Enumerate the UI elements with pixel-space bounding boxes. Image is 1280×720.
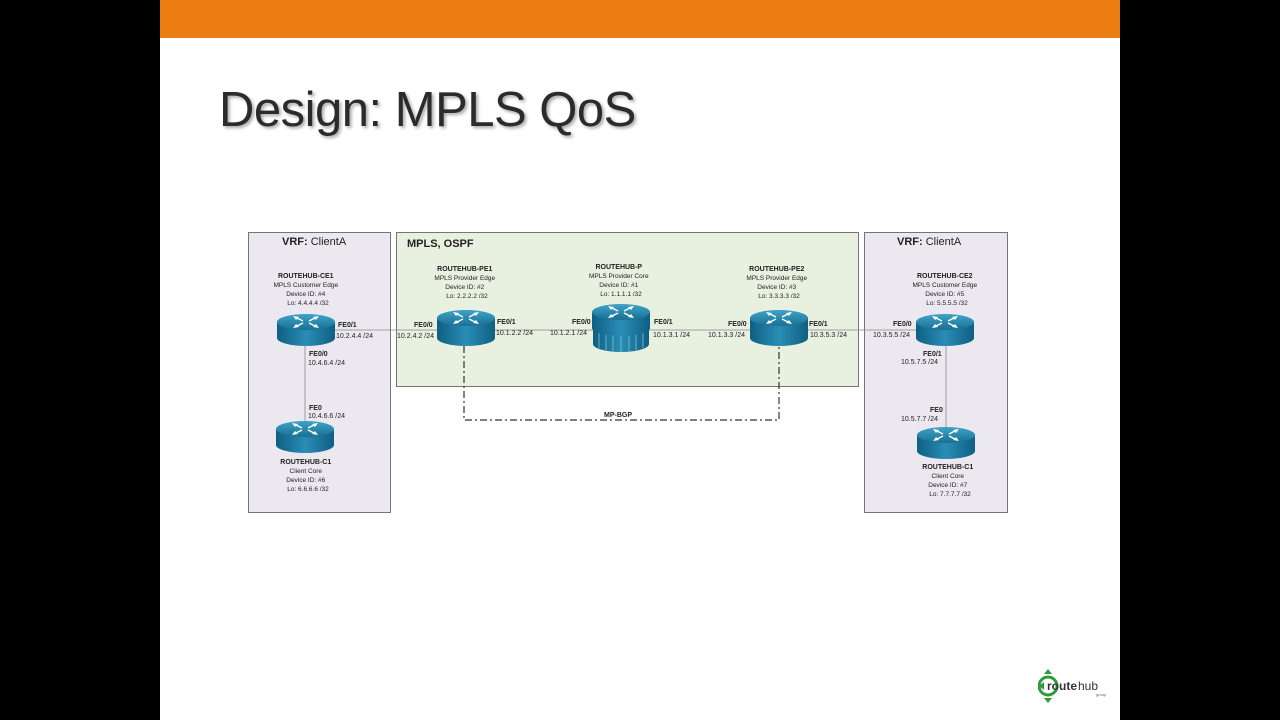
svg-text:FE0: FE0 bbox=[930, 407, 943, 414]
svg-text:10.1.2.1 /24: 10.1.2.1 /24 bbox=[550, 330, 587, 337]
svg-text:FE0/0: FE0/0 bbox=[728, 321, 747, 328]
mp-bgp-link bbox=[463, 346, 780, 421]
routehub-logo: route hub group bbox=[1038, 669, 1107, 703]
svg-text:FE0/0: FE0/0 bbox=[572, 319, 591, 326]
vrf-zone-left bbox=[248, 232, 391, 513]
svg-text:FE0/0: FE0/0 bbox=[309, 351, 328, 358]
svg-text:FE0/1: FE0/1 bbox=[654, 319, 673, 326]
svg-text:FE0/0: FE0/0 bbox=[414, 322, 433, 329]
svg-text:FE0/1: FE0/1 bbox=[923, 351, 942, 358]
svg-text:10.1.3.1 /24: 10.1.3.1 /24 bbox=[653, 332, 690, 339]
ce2-router-icon bbox=[915, 313, 975, 347]
svg-text:FE0: FE0 bbox=[309, 405, 322, 412]
svg-text:10.2.4.4 /24: 10.2.4.4 /24 bbox=[336, 333, 373, 340]
svg-text:10.2.4.2 /24: 10.2.4.2 /24 bbox=[397, 333, 434, 340]
svg-text:group: group bbox=[1096, 692, 1107, 697]
interface-labels: FE0/1 10.2.4.4 /24 FE0/0 10.4.6.4 /24 FE… bbox=[308, 319, 943, 423]
ce1-label: ROUTEHUB-CE1 MPLS Customer Edge Device I… bbox=[273, 265, 342, 307]
vrf-left-label: VRF: ClientA bbox=[282, 236, 347, 248]
ce2-label: ROUTEHUB-CE2 MPLS Customer Edge Device I… bbox=[912, 265, 981, 307]
c1-left-router-icon bbox=[275, 420, 335, 454]
svg-text:10.3.5.3 /24: 10.3.5.3 /24 bbox=[810, 332, 847, 339]
vrf-zone-right bbox=[864, 232, 1008, 513]
svg-text:10.4.6.6 /24: 10.4.6.6 /24 bbox=[308, 413, 345, 420]
vrf-right-label: VRF: ClientA bbox=[897, 236, 962, 248]
logo-arrow-icon bbox=[1044, 669, 1052, 674]
core-router-icon bbox=[591, 303, 651, 352]
pe2-router-icon bbox=[749, 309, 809, 346]
c1-right-label: ROUTEHUB-C1 Client Core Device ID: #7 Lo… bbox=[922, 456, 977, 498]
svg-text:FE0/1: FE0/1 bbox=[497, 319, 516, 326]
svg-text:10.1.2.2 /24: 10.1.2.2 /24 bbox=[496, 330, 533, 337]
c1-right-router-icon bbox=[916, 426, 976, 460]
svg-text:FE0/1: FE0/1 bbox=[338, 322, 357, 329]
c1-left-label: ROUTEHUB-C1 Client Core Device ID: #6 Lo… bbox=[280, 451, 335, 493]
svg-text:FE0/1: FE0/1 bbox=[809, 321, 828, 328]
svg-text:hub: hub bbox=[1078, 679, 1098, 693]
pe2-label: ROUTEHUB-PE2 MPLS Provider Edge Device I… bbox=[746, 258, 811, 300]
svg-text:10.5.7.5 /24: 10.5.7.5 /24 bbox=[901, 359, 938, 366]
mp-bgp-label: MP-BGP bbox=[604, 412, 632, 419]
svg-text:10.5.7.7 /24: 10.5.7.7 /24 bbox=[901, 416, 938, 423]
slide: Design: MPLS QoS bbox=[160, 0, 1120, 720]
svg-text:route: route bbox=[1047, 679, 1077, 693]
p-label: ROUTEHUB-P MPLS Provider Core Device ID:… bbox=[589, 256, 653, 298]
pe1-label: ROUTEHUB-PE1 MPLS Provider Edge Device I… bbox=[434, 258, 499, 300]
svg-text:10.4.6.4 /24: 10.4.6.4 /24 bbox=[308, 360, 345, 367]
ce1-router-icon bbox=[276, 313, 336, 347]
pe1-router-icon bbox=[436, 309, 496, 346]
top-accent-bar bbox=[160, 0, 1120, 38]
svg-text:FE0/0: FE0/0 bbox=[893, 321, 912, 328]
network-diagram: VRF: ClientA MPLS, OSPF VRF: ClientA MP-… bbox=[248, 232, 1008, 513]
svg-text:10.1.3.3 /24: 10.1.3.3 /24 bbox=[708, 332, 745, 339]
mpls-zone-label: MPLS, OSPF bbox=[407, 238, 474, 250]
slide-title: Design: MPLS QoS bbox=[219, 83, 636, 137]
svg-text:10.3.5.5 /24: 10.3.5.5 /24 bbox=[873, 332, 910, 339]
